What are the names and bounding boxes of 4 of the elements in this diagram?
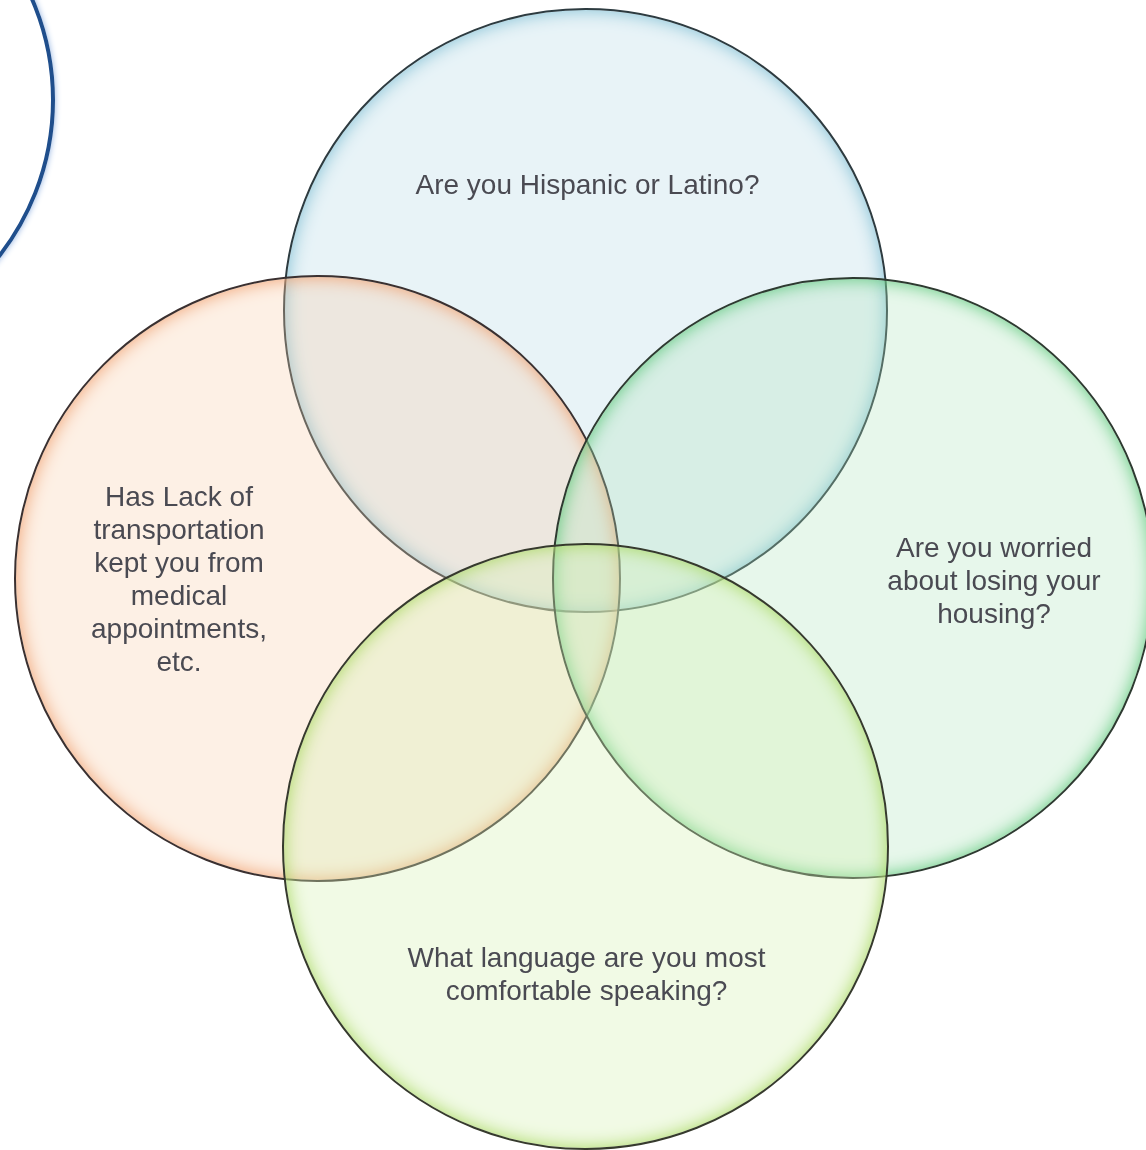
circle-label: Has Lack of transportation kept you from medical appointments, etc. bbox=[90, 480, 268, 678]
circle-label: Are you Hispanic or Latino? bbox=[414, 168, 761, 201]
circle-label: What language are you most comfortable speaking? bbox=[406, 941, 767, 1007]
circle-label: Are you worried about losing your housing? bbox=[886, 531, 1102, 630]
